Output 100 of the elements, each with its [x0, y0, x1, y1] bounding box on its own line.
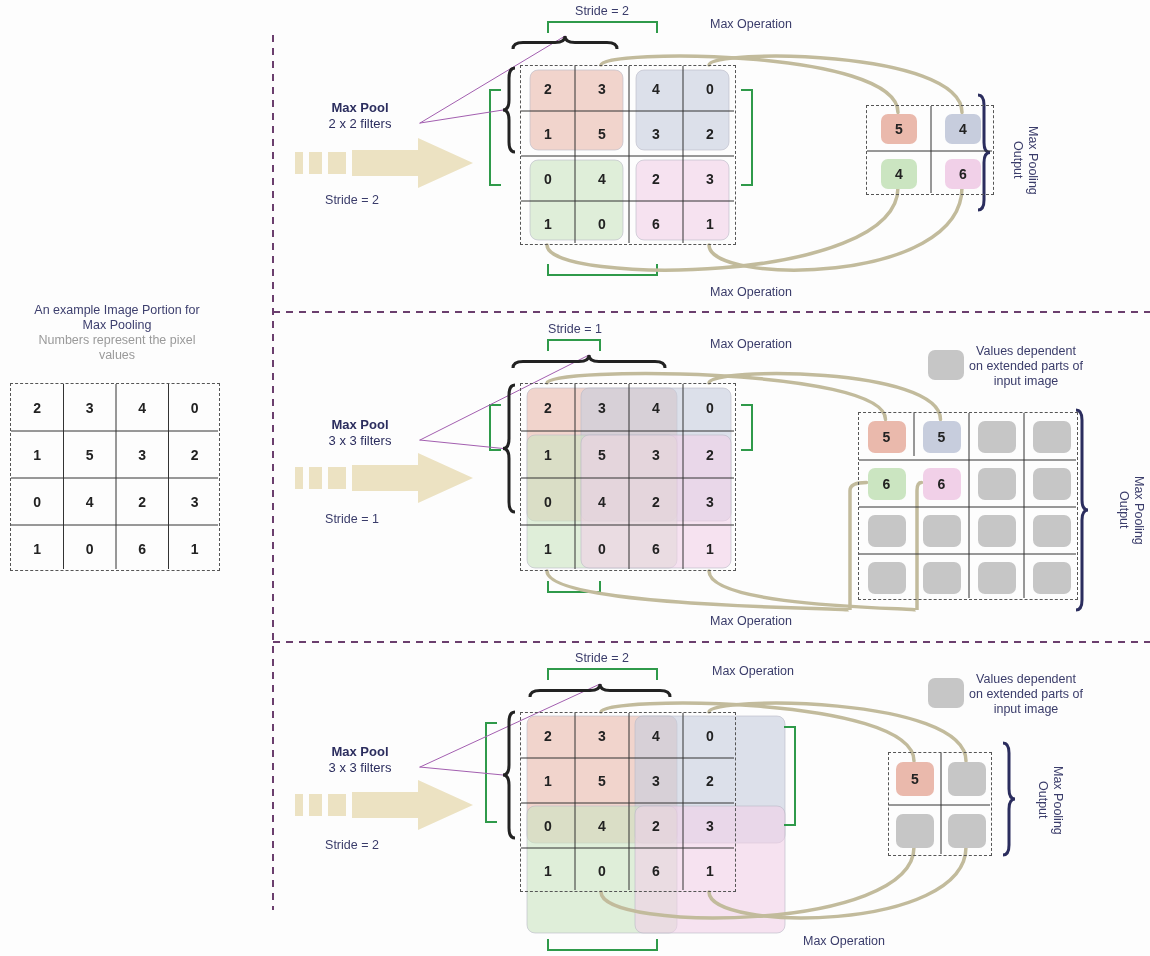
placeholder-tile [896, 814, 934, 848]
pooled-value-tile: 6 [922, 467, 961, 500]
pixel-value: 4 [575, 156, 629, 201]
pixel-value: 1 [683, 848, 737, 893]
pixel-value: 3 [575, 66, 629, 111]
pixel-value: 2 [521, 713, 575, 758]
pixel-value: 0 [11, 478, 64, 525]
annotation-text: Stride = 1 [324, 512, 380, 527]
pixel-value: 1 [521, 525, 575, 572]
pixel-value: 1 [11, 525, 64, 572]
leader-line [419, 683, 601, 768]
pixel-value: 1 [521, 758, 575, 803]
annotation-text: Stride = 2 [324, 838, 380, 853]
pixel-value: 2 [11, 384, 64, 431]
filter-size: 3 x 3 filters [328, 433, 392, 449]
pixel-value: 6 [629, 201, 683, 246]
pixel-value: 1 [521, 431, 575, 478]
block-arrow [295, 780, 473, 830]
pixel-value: 3 [629, 111, 683, 156]
block-arrow [295, 138, 473, 188]
filter-size: 2 x 2 filters [328, 116, 392, 132]
output-caption: Max Pooling Output [1116, 474, 1146, 547]
pixel-value: 2 [629, 156, 683, 201]
placeholder-tile [1032, 420, 1071, 453]
annotation-text: Stride = 1 [547, 322, 603, 337]
pixel-value: 0 [683, 384, 737, 431]
annotation-text: Max Operation [710, 337, 793, 352]
placeholder-tile [1032, 561, 1071, 594]
placeholder-tile [977, 561, 1016, 594]
pixel-value: 6 [116, 525, 169, 572]
placeholder-tile [922, 561, 961, 594]
pixel-value: 1 [683, 201, 737, 246]
pixel-grid [520, 65, 736, 245]
legend-text: Values dependent on extended parts of input image [968, 344, 1084, 389]
pixel-value: 0 [521, 478, 575, 525]
pixel-value: 0 [521, 803, 575, 848]
annotation-text: Max Operation [710, 17, 793, 32]
placeholder-tile [922, 514, 961, 547]
pixel-value: 3 [629, 758, 683, 803]
annotation-text: Max Operation [803, 934, 886, 949]
pixel-value: 2 [521, 384, 575, 431]
pooled-value-tile: 5 [922, 420, 961, 453]
pooled-value-tile: 5 [896, 762, 934, 796]
pixel-value: 2 [521, 66, 575, 111]
pooled-value-tile: 6 [867, 467, 906, 500]
pixel-value: 6 [629, 525, 683, 572]
annotation-text: An example Image Portion for Max Pooling [33, 303, 201, 333]
pooled-value-tile: 5 [867, 420, 906, 453]
pixel-value: 4 [575, 803, 629, 848]
placeholder-tile [977, 420, 1016, 453]
pixel-value: 3 [575, 713, 629, 758]
pixel-grid [520, 712, 736, 892]
max-operation-curve [707, 371, 943, 422]
pixel-value: 4 [629, 713, 683, 758]
pixel-value: 1 [168, 525, 221, 572]
annotation-text: Max Operation [710, 285, 793, 300]
pixel-value: 0 [683, 713, 737, 758]
pixel-value: 1 [11, 431, 64, 478]
pooling-output-grid [858, 412, 1078, 600]
output-caption: Max Pooling Output [1010, 124, 1040, 197]
max-operation-curve [707, 845, 968, 920]
pixel-value: 2 [683, 431, 737, 478]
pixel-value: 0 [575, 201, 629, 246]
placeholder-tile [977, 467, 1016, 500]
pooled-value-tile: 4 [945, 113, 981, 144]
filter-title: Max Pool [331, 417, 389, 433]
pixel-value: 6 [629, 848, 683, 893]
pooling-output-grid [866, 105, 994, 195]
filter-size: 3 x 3 filters [328, 760, 392, 776]
pixel-grid [520, 383, 736, 571]
pixel-value: 3 [116, 431, 169, 478]
pixel-value: 3 [575, 384, 629, 431]
leader-line [419, 766, 504, 776]
max-operation-curve [599, 845, 916, 920]
pixel-value: 4 [629, 66, 683, 111]
pixel-value: 4 [629, 384, 683, 431]
annotation-text: Max Operation [710, 614, 793, 629]
placeholder-tile [867, 514, 906, 547]
pixel-value: 4 [575, 478, 629, 525]
pixel-grid [10, 383, 220, 571]
pixel-value: 3 [629, 431, 683, 478]
pixel-value: 1 [521, 201, 575, 246]
pixel-value: 2 [683, 111, 737, 156]
pixel-value: 3 [683, 478, 737, 525]
pooling-output-grid [888, 752, 992, 856]
pixel-value: 5 [63, 431, 116, 478]
pixel-value: 3 [168, 478, 221, 525]
leader-line [419, 35, 566, 124]
pixel-value: 4 [116, 384, 169, 431]
pixel-value: 5 [575, 111, 629, 156]
max-operation-curve [545, 371, 888, 422]
max-operation-curve [545, 480, 869, 612]
placeholder-tile [948, 762, 986, 796]
output-caption: Max Pooling Output [1035, 764, 1065, 837]
annotation-text: Stride = 2 [324, 193, 380, 208]
pixel-value: 4 [63, 478, 116, 525]
annotation-text: Numbers represent the pixel values [37, 333, 197, 363]
max-operation-curve [599, 54, 900, 115]
pixel-value: 0 [521, 156, 575, 201]
leader-line [419, 354, 590, 441]
